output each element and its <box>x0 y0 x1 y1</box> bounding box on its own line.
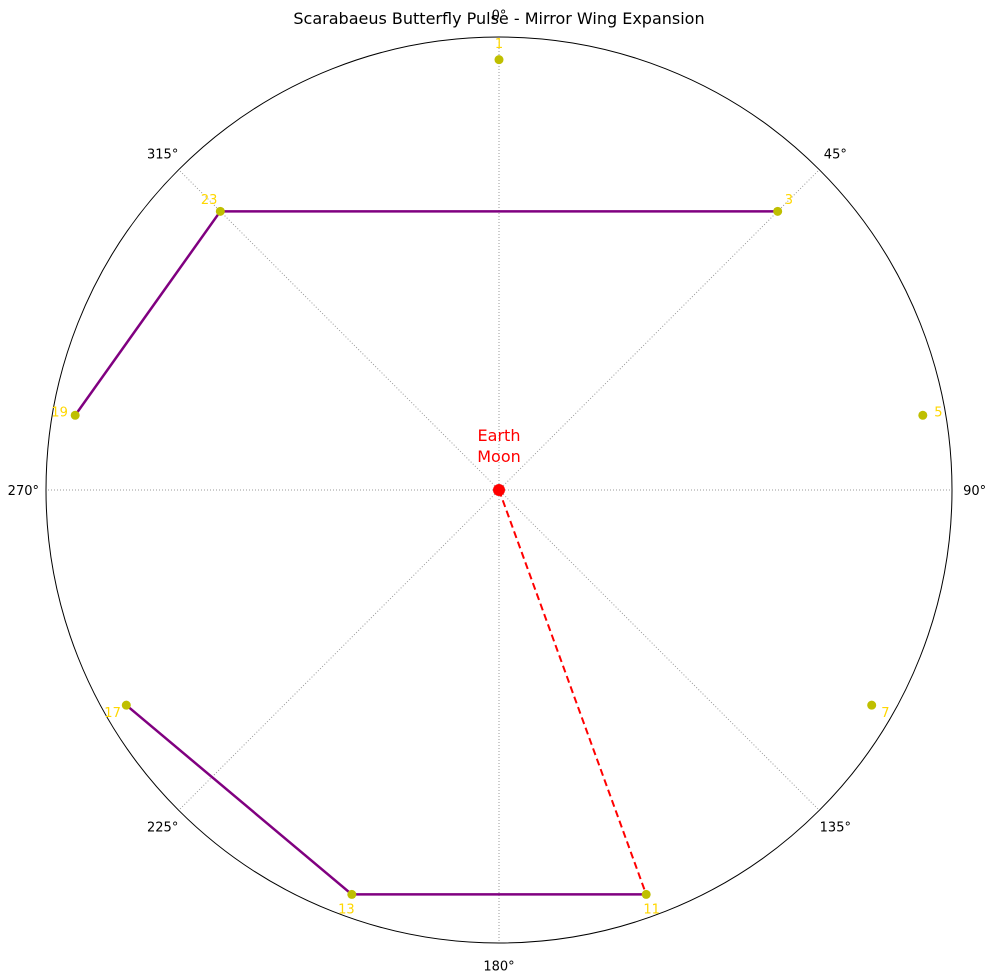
angle-tick-180: 180° <box>483 960 514 975</box>
point-label-5: 5 <box>934 406 942 421</box>
dashed-line-center-11 <box>498 489 648 895</box>
angle-tick-315: 315° <box>147 148 178 163</box>
data-point-7 <box>867 700 877 710</box>
grid-spoke-45 <box>498 169 820 491</box>
data-point-5 <box>918 410 928 420</box>
data-point-13 <box>347 889 357 899</box>
point-label-23: 23 <box>201 193 218 208</box>
grid-spoke-315 <box>178 169 500 491</box>
point-label-3: 3 <box>785 193 793 208</box>
point-label-13: 13 <box>338 902 355 917</box>
point-label-17: 17 <box>104 706 121 721</box>
angle-tick-0: 0° <box>492 8 507 23</box>
polar-frame <box>45 36 953 944</box>
angle-tick-270: 270° <box>8 484 39 499</box>
data-point-23 <box>215 206 225 216</box>
data-point-17 <box>121 700 131 710</box>
data-point-1 <box>494 55 504 65</box>
data-point-19 <box>70 410 80 420</box>
center-group: Earth Moon <box>477 426 521 496</box>
wing-line-17-13 <box>125 704 353 896</box>
grid-spoke-225 <box>178 489 500 811</box>
point-label-11: 11 <box>643 902 660 917</box>
data-point-11 <box>641 889 651 899</box>
center-label-moon: Moon <box>477 447 521 466</box>
angle-tick-135: 135° <box>820 820 851 835</box>
point-label-7: 7 <box>881 706 889 721</box>
angle-tick-45: 45° <box>824 148 847 163</box>
grid-spoke-135 <box>498 489 820 811</box>
data-point-3 <box>773 206 783 216</box>
series-lines <box>74 210 778 896</box>
angle-tick-225: 225° <box>147 820 178 835</box>
wing-line-23-19 <box>74 210 222 416</box>
center-marker <box>493 484 505 496</box>
center-label-earth: Earth <box>478 426 521 445</box>
angle-tick-labels: 0° 45° 90° 135° 180° 225° 270° 315° <box>8 8 986 974</box>
chart-title: Scarabaeus Butterfly Pulse - Mirror Wing… <box>293 9 704 28</box>
point-label-1: 1 <box>495 37 503 52</box>
point-label-19: 19 <box>51 406 68 421</box>
angle-tick-90: 90° <box>963 484 986 499</box>
grid-layer <box>46 37 952 943</box>
